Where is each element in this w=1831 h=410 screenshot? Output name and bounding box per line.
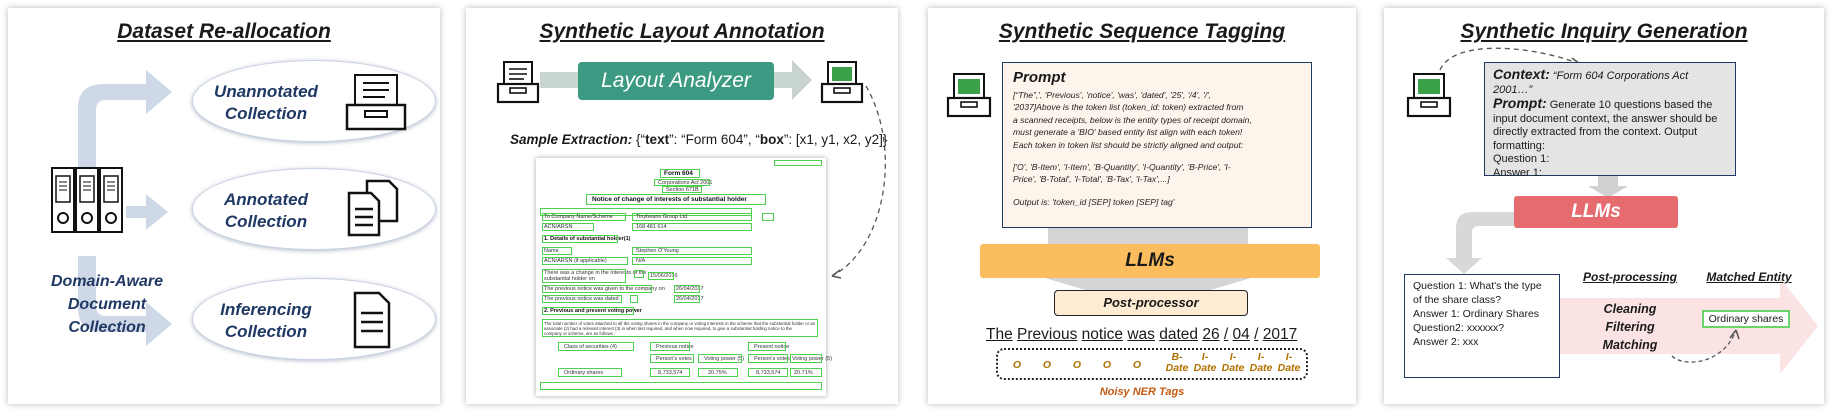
llm-block: LLMs [1514, 196, 1678, 228]
tag-item: I- Date [1277, 351, 1301, 374]
document-icon [353, 291, 391, 349]
panel-dataset-reallocation: Dataset Re-allocation Do [8, 8, 440, 404]
tag-item: I- Date [1221, 351, 1245, 374]
annotated-form-document: Form 604 Corporations Act 2001 Section 6… [536, 158, 832, 396]
tag-item: I- Date [1249, 351, 1273, 374]
tag-item: B- Date [1165, 351, 1189, 374]
input-tray-icon [1406, 73, 1452, 118]
arrow-to-annotated [126, 194, 168, 230]
tag-item: O [1042, 359, 1052, 371]
token-sentence: The Previous notice was dated 26 / 04 / … [986, 326, 1298, 343]
post-processing-steps: Cleaning Filtering Matching [1602, 302, 1658, 352]
post-processor-block: Post-processor [1054, 290, 1248, 316]
sample-extraction: Sample Extraction: {“text”: “Form 604”, … [510, 132, 888, 147]
llm-block: LLMs [980, 244, 1320, 278]
matched-entity-box: Ordinary shares [1702, 310, 1790, 328]
layout-analyzer: Layout Analyzer [578, 62, 774, 100]
prompt-heading: Prompt [1013, 69, 1066, 86]
document-tray-icon [345, 74, 407, 131]
generated-questions-box: Question 1: What's the type of the share… [1404, 274, 1560, 378]
panel-synthetic-layout-annotation: Synthetic Layout Annotation Layout Analy… [466, 8, 898, 404]
input-tray-icon [496, 61, 540, 104]
post-processing-heading: Post-processing [1582, 270, 1678, 284]
arrow-to-unannotated [78, 70, 172, 170]
down-arrow-to-llm [1048, 228, 1248, 244]
tag-item: I- Date [1193, 351, 1217, 374]
prompt-body: [“The”,', 'Previous', 'notice', 'was', '… [1013, 90, 1252, 207]
dashed-return-arrow [831, 85, 886, 277]
panel-title: Synthetic Inquiry Generation [1460, 20, 1748, 43]
panel-synthetic-sequence-tagging: Synthetic Sequence Tagging Prompt [“The”… [928, 8, 1356, 404]
context-prompt-box: Context: “Form 604 Corporations Act 2001… [1484, 62, 1736, 179]
arrow-llm-to-questions [1446, 212, 1514, 274]
arrow-to-inferencing [78, 256, 172, 346]
tag-item: O [1102, 359, 1112, 371]
tag-item: O [1132, 359, 1142, 371]
documents-icon [347, 179, 399, 237]
dashed-input-arrow [1439, 47, 1581, 71]
arrow-ctx-to-llm [1588, 176, 1628, 198]
noisy-ner-tags-label: Noisy NER Tags [1099, 386, 1185, 398]
flow-arrows [51, 70, 172, 346]
inquiry-flow [1406, 47, 1818, 374]
tag-item: O [1072, 359, 1082, 371]
panel-synthetic-inquiry-generation: Synthetic Inquiry Generation Context: “F… [1384, 8, 1824, 404]
matched-entity-heading: Matched Entity [1706, 270, 1792, 284]
binders-icon [51, 167, 123, 233]
input-tray-icon [946, 73, 992, 118]
tag-item: O [1012, 359, 1022, 371]
panel-title: Dataset Re-allocation [117, 20, 331, 43]
panel-title: Synthetic Sequence Tagging [998, 20, 1286, 43]
panel-title: Synthetic Layout Annotation [539, 20, 825, 43]
ner-tags-box: O O O O O B- Date I- Date I- Date I- Dat… [996, 348, 1308, 380]
prompt-box: Prompt [“The”,', 'Previous', 'notice', '… [1002, 62, 1312, 228]
big-pink-arrow [1560, 278, 1818, 374]
output-tray-icon [820, 61, 864, 104]
